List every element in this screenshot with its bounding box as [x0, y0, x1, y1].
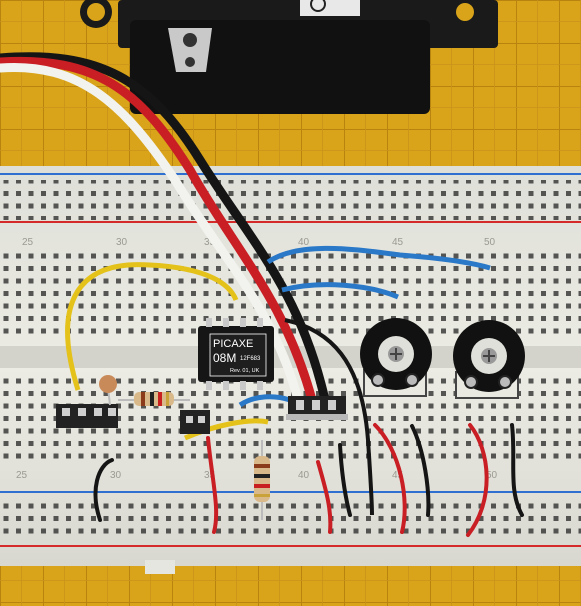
black-wire	[284, 318, 374, 516]
pin-header-left	[56, 404, 118, 428]
black-wire	[410, 424, 431, 517]
column-label: 40	[298, 237, 310, 248]
resistor-icon	[118, 392, 190, 406]
black-wire	[93, 458, 114, 522]
capacitor-icon	[99, 375, 117, 406]
blue-wire	[266, 245, 491, 271]
column-label: 25	[16, 470, 28, 481]
servo-motor-icon	[80, 0, 498, 114]
column-labels-top: 25 30 35 40 45 50	[22, 237, 496, 248]
chip-label-line4: Rev. 01, UK	[230, 368, 260, 374]
column-labels-bottom: 25 30 35 40 45 50	[16, 470, 498, 481]
column-label: 45	[392, 470, 404, 481]
chip-label-line2: 08M	[213, 351, 236, 365]
resistor-icon	[254, 440, 270, 520]
yellow-wire	[65, 262, 239, 391]
column-label: 35	[204, 470, 216, 481]
picaxe-chip: PICAXE 08M 12F683 Rev. 01, UK	[198, 318, 274, 390]
column-label: 40	[298, 470, 310, 481]
red-wire	[373, 423, 407, 534]
column-label: 30	[110, 470, 122, 481]
column-label: 25	[22, 237, 34, 248]
chip-label-line1: PICAXE	[213, 338, 253, 350]
servo-header	[286, 396, 348, 420]
red-wire	[206, 436, 219, 534]
chip-label-line3: 12F683	[240, 356, 261, 362]
column-label: 50	[484, 237, 496, 248]
black-wire	[510, 423, 524, 517]
pin-header-small	[180, 410, 210, 434]
potentiometer-icon	[360, 318, 432, 397]
column-label: 45	[392, 237, 404, 248]
column-label: 35	[204, 237, 216, 248]
column-label: 50	[486, 470, 498, 481]
blue-wire	[281, 282, 399, 300]
column-label: 30	[116, 237, 128, 248]
black-wire	[338, 443, 352, 517]
red-wire	[316, 460, 333, 534]
yellow-wire	[184, 418, 269, 441]
potentiometer-icon	[453, 320, 525, 399]
blue-wire	[238, 394, 291, 408]
red-wire	[466, 423, 489, 537]
